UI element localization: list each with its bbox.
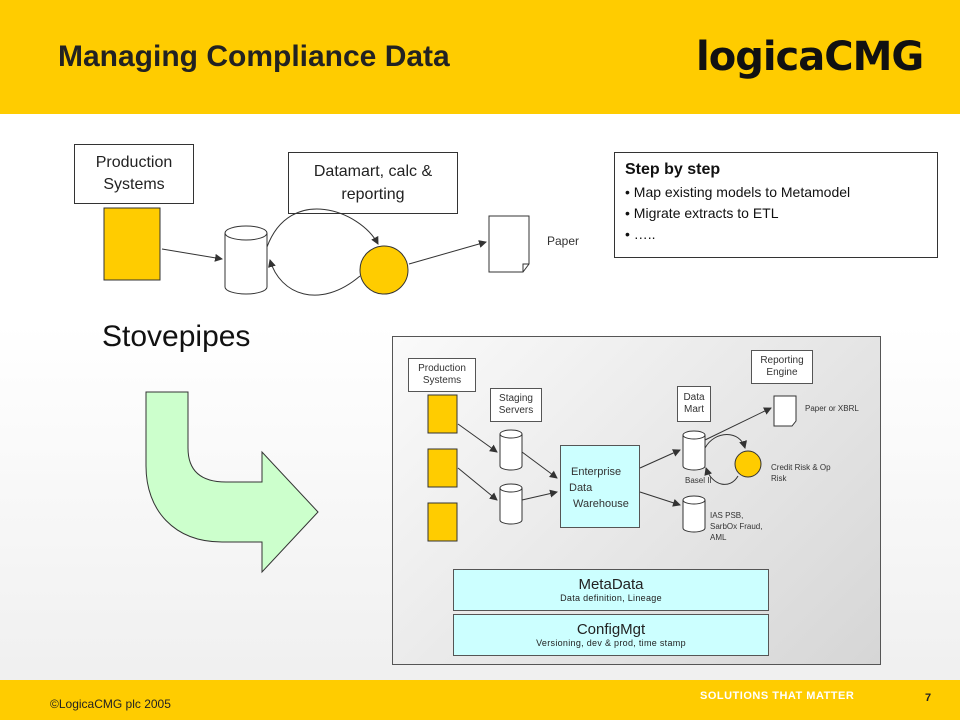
credit-risk-label: Credit Risk & Op Risk — [771, 463, 831, 483]
datamart-box: Datamart, calc & reporting — [288, 152, 458, 214]
header-bar — [0, 0, 960, 114]
enterprise-data-warehouse-box: Enterprise Data Warehouse — [560, 445, 640, 528]
calc-node — [359, 245, 409, 295]
production-systems-label: Production Systems — [95, 154, 173, 193]
production-system-node — [103, 207, 161, 281]
staging-cylinder-icon — [499, 429, 523, 471]
ias-label: IAS PSB, SarbOx Fraud, AML — [710, 511, 763, 542]
steps-heading: Step by step — [625, 161, 721, 178]
tagline: SOLUTIONS THAT MATTER — [700, 690, 855, 702]
footer-bar — [0, 680, 960, 720]
production-systems-box: Production Systems — [74, 144, 194, 204]
data-mart-box: Data Mart — [677, 386, 711, 422]
stovepipes-label: Stovepipes — [102, 320, 251, 353]
logicacmg-logo: logicaCMG — [696, 34, 924, 80]
step-item: • ….. — [625, 226, 656, 242]
datamart-cylinder-icon — [682, 430, 706, 471]
step-item: • Map existing models to Metamodel — [625, 184, 851, 200]
paper-or-xbrl-label: Paper or XBRL — [805, 404, 859, 413]
database-cylinder-icon — [224, 225, 268, 295]
stovepipe-arrow-icon — [145, 391, 319, 574]
xbrl-document-icon — [773, 395, 797, 427]
datamart-cylinder-icon — [682, 495, 706, 533]
copyright: ©LogicaCMG plc 2005 — [50, 697, 171, 711]
staging-servers-box: Staging Servers — [490, 388, 542, 422]
paper-label: Paper — [547, 234, 580, 248]
lower-production-systems-box: Production Systems — [408, 358, 476, 392]
paper-document-icon — [488, 215, 530, 273]
step-item: • Migrate extracts to ETL — [625, 205, 779, 221]
metadata-box: MetaData Data definition, Lineage — [453, 569, 769, 611]
datamart-label: Datamart, calc & reporting — [313, 163, 433, 203]
basel-label: Basel II — [685, 476, 712, 485]
production-node — [427, 502, 458, 542]
slide-title: Managing Compliance Data — [58, 40, 450, 73]
configmgt-box: ConfigMgt Versioning, dev & prod, time s… — [453, 614, 769, 656]
staging-cylinder-icon — [499, 483, 523, 525]
reporting-engine-box: Reporting Engine — [751, 350, 813, 384]
production-node — [427, 394, 458, 434]
logo-text: logicaCMG — [696, 34, 923, 80]
reporting-calc-node — [734, 450, 762, 478]
production-node — [427, 448, 458, 488]
step-by-step-box: Step by step • Map existing models to Me… — [614, 152, 938, 258]
page-number: 7 — [925, 692, 932, 704]
